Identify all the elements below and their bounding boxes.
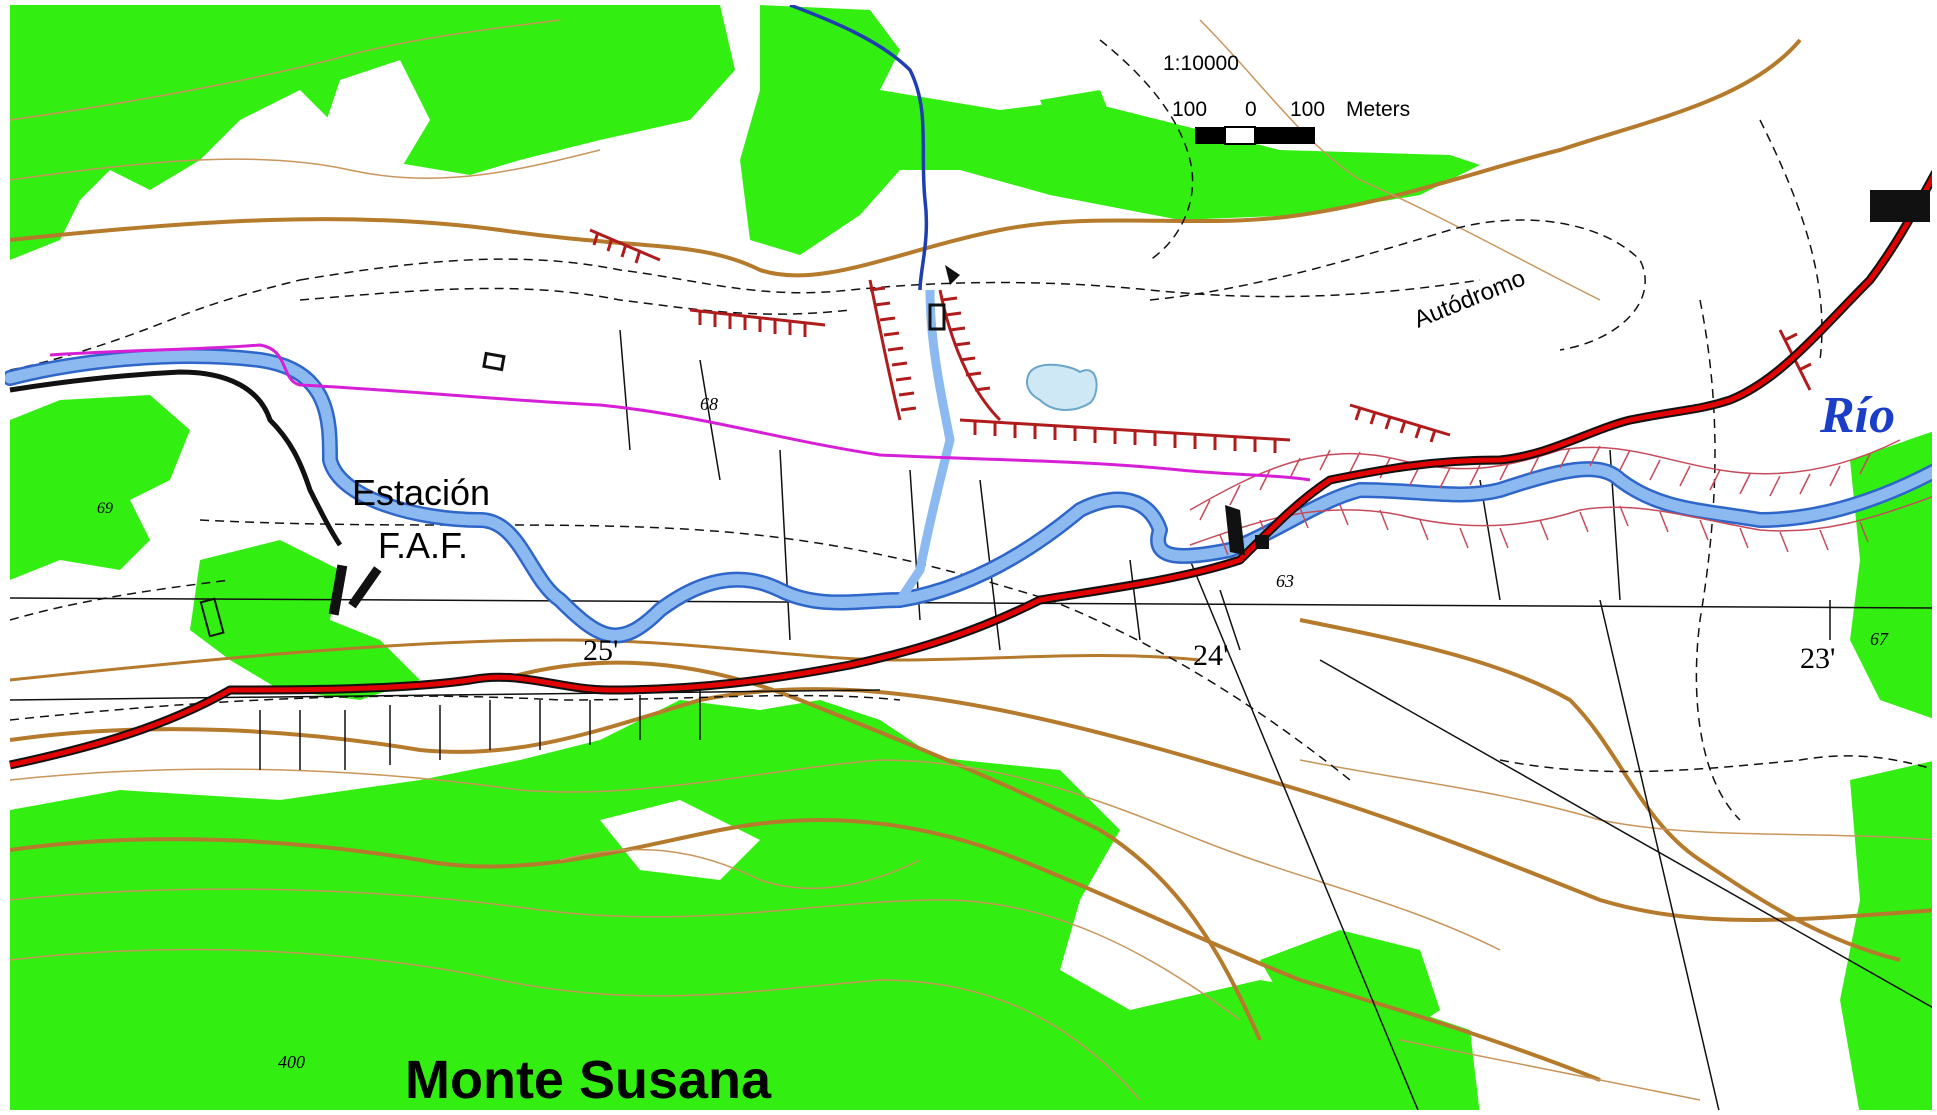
- embankment-1: [589, 228, 661, 264]
- black-road[interactable]: [9, 369, 343, 547]
- marker-north: [945, 265, 960, 285]
- spot-heights: 69 68 63 67 400: [97, 394, 1889, 1072]
- stream-north[interactable]: [789, 3, 929, 291]
- scale-ratio: 1:10000: [1163, 52, 1239, 75]
- scale-right-value: 100: [1290, 98, 1325, 121]
- tributary-fill: [896, 289, 955, 603]
- contour-east: [1299, 618, 1901, 962]
- parcel-lines: [259, 690, 701, 770]
- contour-minor-7: [1299, 759, 1937, 841]
- scale-unit: Meters: [1346, 98, 1410, 121]
- track-north-2: [299, 287, 851, 315]
- track-north-1: [299, 258, 1481, 298]
- track-east-loop: [1149, 219, 1646, 351]
- track-west-low: [9, 579, 231, 621]
- forest-west-lower: [190, 540, 420, 700]
- station-label-line2: F.A.F.: [378, 525, 468, 566]
- rio-label[interactable]: Río: [1819, 387, 1895, 444]
- scale-left-value: 100: [1172, 98, 1207, 121]
- embankment-3: [868, 279, 917, 421]
- contour-north-major: [9, 38, 1802, 278]
- embankment-river-north: [1189, 439, 1901, 521]
- building-station-2: [348, 566, 382, 609]
- building-east: [1870, 190, 1930, 222]
- contour-minor-9: [1399, 1039, 1701, 1101]
- forest-southeast: [1260, 930, 1440, 1050]
- grid-number: 23': [1800, 642, 1835, 675]
- grid-horizontal: [9, 597, 1937, 609]
- contour-minor-4: [9, 19, 561, 121]
- contour-mid-south: [9, 638, 1201, 682]
- building-west: [199, 597, 225, 638]
- spot-height: 69: [97, 500, 113, 517]
- powerline-2: [1319, 659, 1937, 1011]
- building-station-1: [328, 564, 348, 616]
- contour-minor-5: [9, 149, 601, 181]
- grid-number: 25': [583, 634, 618, 667]
- scale-segment-3: [1255, 127, 1315, 144]
- building-bridge: [1255, 535, 1269, 549]
- river-fill[interactable]: [4, 350, 1937, 641]
- dashed-tracks: [9, 39, 1937, 821]
- track-north-3: [1099, 39, 1194, 261]
- track-southeast: [1499, 755, 1937, 773]
- bridge-symbol: [1225, 505, 1245, 555]
- track-east-2: [1695, 299, 1741, 821]
- building-stream: [928, 303, 946, 331]
- embankments: [589, 228, 1937, 556]
- contour-south-2: [9, 818, 1601, 1082]
- forest-northwest-lobe: [320, 60, 430, 175]
- grid-numbers: 25' 24' 23': [583, 634, 1835, 675]
- spot-height: 67: [1870, 629, 1889, 649]
- contour-south-3: [499, 660, 1262, 1041]
- pond[interactable]: [1026, 363, 1098, 411]
- grid-number: 24': [1193, 639, 1228, 672]
- forest-north-lobe: [1040, 90, 1120, 150]
- contour-minor-2: [9, 888, 1241, 1021]
- contour-minor-6: [1199, 19, 1601, 301]
- boundary-line: [9, 689, 881, 701]
- contour-lines: [9, 19, 1937, 1101]
- scale-bar: 1:10000 100 0 100 Meters: [1163, 52, 1410, 145]
- scale-segment-1: [1195, 127, 1225, 144]
- forest-east-bottom: [1840, 760, 1937, 1115]
- spot-height: 68: [700, 394, 718, 414]
- scale-segment-2: [1224, 126, 1256, 145]
- scale-zero: 0: [1245, 98, 1257, 121]
- powerline-1: [1189, 559, 1421, 1115]
- track-south-1: [9, 694, 901, 721]
- building-north: [482, 351, 506, 372]
- forest-south-large: [10, 740, 1480, 1115]
- contour-south-1: [9, 687, 1937, 922]
- track-east-3: [1759, 119, 1823, 361]
- embankment-5: [959, 418, 1291, 453]
- spot-height: 63: [1276, 571, 1294, 591]
- track-mid: [199, 519, 1351, 781]
- main-road[interactable]: [9, 168, 1937, 768]
- embankment-2: [689, 308, 826, 337]
- station-label-line1: Estación: [352, 472, 490, 513]
- spot-height: 400: [278, 1052, 305, 1072]
- magenta-boundary[interactable]: [49, 343, 1311, 482]
- embankment-4: [938, 289, 1002, 422]
- track-northwest: [9, 279, 301, 371]
- contour-minor-1: [9, 759, 1501, 951]
- mountain-label[interactable]: Monte Susana: [405, 1050, 772, 1110]
- forest-west-middle: [10, 395, 190, 580]
- river: [2, 3, 1937, 644]
- contour-minor-8: [559, 848, 921, 890]
- embankment-6: [1349, 403, 1451, 443]
- contour-minor-3: [9, 948, 1141, 1101]
- powerline-3: [1599, 599, 1721, 1115]
- grid-lines: [9, 329, 1937, 1115]
- map-symbols: [199, 190, 1930, 638]
